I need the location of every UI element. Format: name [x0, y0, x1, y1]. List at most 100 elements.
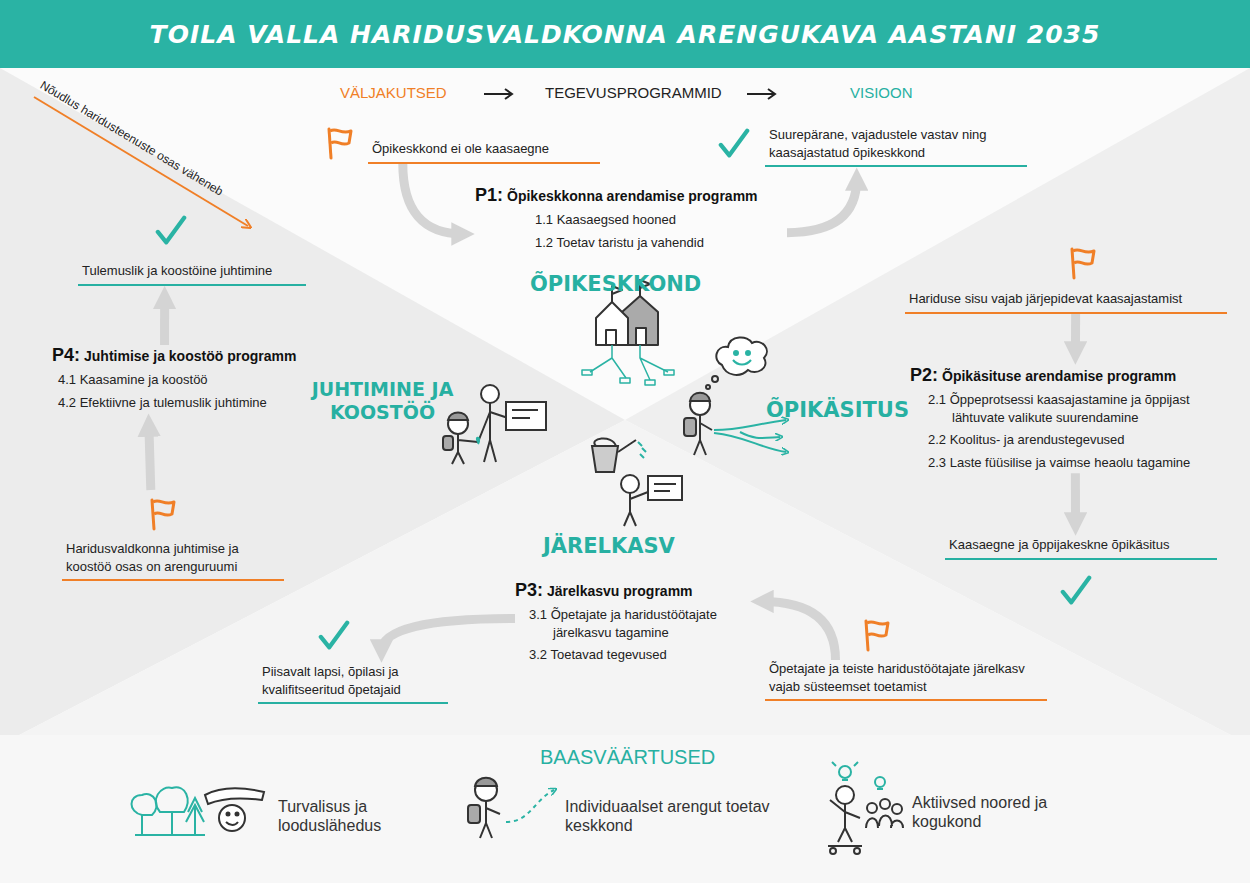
vision-text: Piisavalt lapsi, õpilasi ja kvalifitseer…	[262, 663, 444, 698]
thinking-child-part	[712, 376, 718, 382]
cooperating-children-part	[477, 438, 479, 444]
school-houses-part-part	[645, 380, 655, 385]
program-title: Õpikeskkonna arendamise programm	[507, 188, 758, 204]
label: ÕPIKESKKOND	[530, 272, 701, 297]
flag-icons-part	[866, 621, 888, 650]
background-part	[0, 420, 1250, 745]
thinking-child-part	[684, 418, 696, 436]
vision-item: Piisavalt lapsi, õpilasi ja kvalifitseer…	[258, 663, 448, 704]
development-icon-part	[468, 805, 480, 823]
active-youth-icon-part	[875, 777, 885, 787]
flow-arrow	[149, 425, 151, 490]
active-youth-icon-part	[892, 804, 902, 814]
program-block: P4:Juhtimise ja koostöö programm4.1 Kaas…	[52, 345, 320, 413]
program-heading: P2:Õpikäsituse arendamise programm	[910, 365, 1222, 386]
section-name: ÕPIKÄSITUS	[766, 398, 909, 423]
column-header: VISIOON	[850, 84, 913, 102]
value-text: Aktiivsed noored ja kogukond	[912, 793, 1084, 831]
column-header: TEGEVUSPROGRAMMID	[545, 84, 722, 102]
flow-arrow	[762, 601, 836, 660]
label: JÄRELKASV	[543, 534, 675, 559]
school-houses-part	[636, 328, 646, 345]
program-heading: P3:Järelkasvu programm	[515, 580, 750, 601]
active-youth-icon-part	[832, 762, 858, 780]
development-icon-part	[475, 778, 497, 786]
program-title: Järelkasvu programm	[547, 583, 693, 599]
safety-icon-part	[219, 805, 245, 831]
safety-icon-part	[226, 822, 238, 825]
vision-text: Tulemuslik ja koostöine juhtimine	[82, 262, 302, 280]
safety-icon-part	[236, 813, 239, 816]
program-number: P1:	[475, 185, 503, 205]
watering-child-part	[624, 492, 648, 526]
program-number: P3:	[515, 580, 543, 600]
label: ÕPIKÄSITUS	[766, 398, 909, 423]
label: TEGEVUSPROGRAMMID	[545, 84, 722, 102]
challenge-item: Õpikeskkond ei ole kaasaegne	[368, 140, 600, 164]
check-icons-part	[721, 131, 747, 155]
nature-icon-part	[156, 787, 188, 835]
school-houses-part	[582, 345, 674, 385]
program-block: P1:Õpikeskkonna arendamise programm1.1 K…	[475, 185, 787, 253]
value-text: Individuaalset arengut toetav keskkond	[565, 797, 780, 835]
nature-icon-part	[135, 834, 205, 836]
flow-arrow	[382, 619, 516, 651]
school-houses-part-part	[664, 370, 674, 375]
nature-icon-part	[186, 798, 204, 835]
check-icons	[158, 131, 1089, 647]
active-youth-icon-part	[880, 799, 890, 809]
active-youth-icon-part	[866, 816, 903, 829]
header-arrows-part	[747, 89, 775, 99]
active-youth-icon-part	[830, 800, 860, 842]
header-arrows-part	[484, 89, 512, 99]
thinking-child-part	[690, 393, 710, 401]
vision-text: Suurepärane, vajadustele vastav ning kaa…	[769, 126, 1023, 161]
thinking-child	[684, 337, 786, 455]
active-youth-icon-part	[836, 786, 854, 804]
school-houses-part-part	[590, 345, 668, 380]
active-youth-icon-part	[877, 788, 883, 790]
safety-icon	[205, 788, 264, 831]
cooperating-children-part	[452, 434, 478, 464]
watering-child-part	[621, 475, 639, 493]
challenge-text: Õpikeskkond ei ole kaasaegne	[372, 140, 596, 158]
watering-child	[592, 438, 682, 526]
label: Individuaalset arengut toetav keskkond	[565, 797, 780, 835]
cooperating-children-part	[512, 410, 538, 418]
watering-child-part	[638, 442, 646, 458]
safety-icon-part	[205, 788, 264, 804]
thinking-child-part	[740, 432, 780, 438]
program-block: P2:Õpikäsituse arendamise programm2.1 Õp…	[910, 365, 1222, 473]
school-houses-part	[596, 302, 628, 345]
label: Turvalisus ja looduslähedus	[278, 797, 423, 835]
column-header: VÄLJAKUTSED	[340, 84, 447, 102]
cooperating-children-part	[443, 436, 453, 450]
flow-arrow	[403, 164, 463, 234]
school-houses-part-part	[582, 370, 592, 375]
watering-child-part	[592, 446, 618, 472]
thinking-child-part	[746, 351, 750, 355]
active-youth-icon-part	[830, 848, 836, 854]
active-youth-icon-part	[828, 845, 862, 847]
program-number: P4:	[52, 345, 80, 365]
nature-icon-part	[132, 794, 157, 835]
flow-arrow	[1071, 314, 1080, 353]
vision-item: Suurepärane, vajadustele vastav ning kaa…	[765, 126, 1027, 167]
section-name: BAASVÄÄRTUSED	[540, 745, 715, 769]
program-item: 2.2 Koolitus- ja arendustegevused	[910, 431, 1222, 449]
thinking-child-part	[716, 337, 767, 374]
active-youth-icon-part	[839, 766, 851, 778]
flow-arrow	[1071, 473, 1080, 524]
vision-item: Tulemuslik ja koostöine juhtimine	[78, 262, 306, 286]
thinking-child-part	[706, 385, 710, 389]
program-item: 3.2 Toetavad tegevused	[515, 646, 750, 664]
safety-icon-part	[227, 813, 230, 816]
program-number: P2:	[910, 365, 938, 385]
program-item: 3.1 Õpetajate ja haridustöötajate järelk…	[515, 606, 750, 641]
cooperating-children-part	[478, 403, 508, 462]
flag-icons-part	[329, 129, 351, 158]
cooperating-children	[443, 385, 546, 464]
program-title: Juhtimise ja koostöö programm	[84, 348, 296, 364]
